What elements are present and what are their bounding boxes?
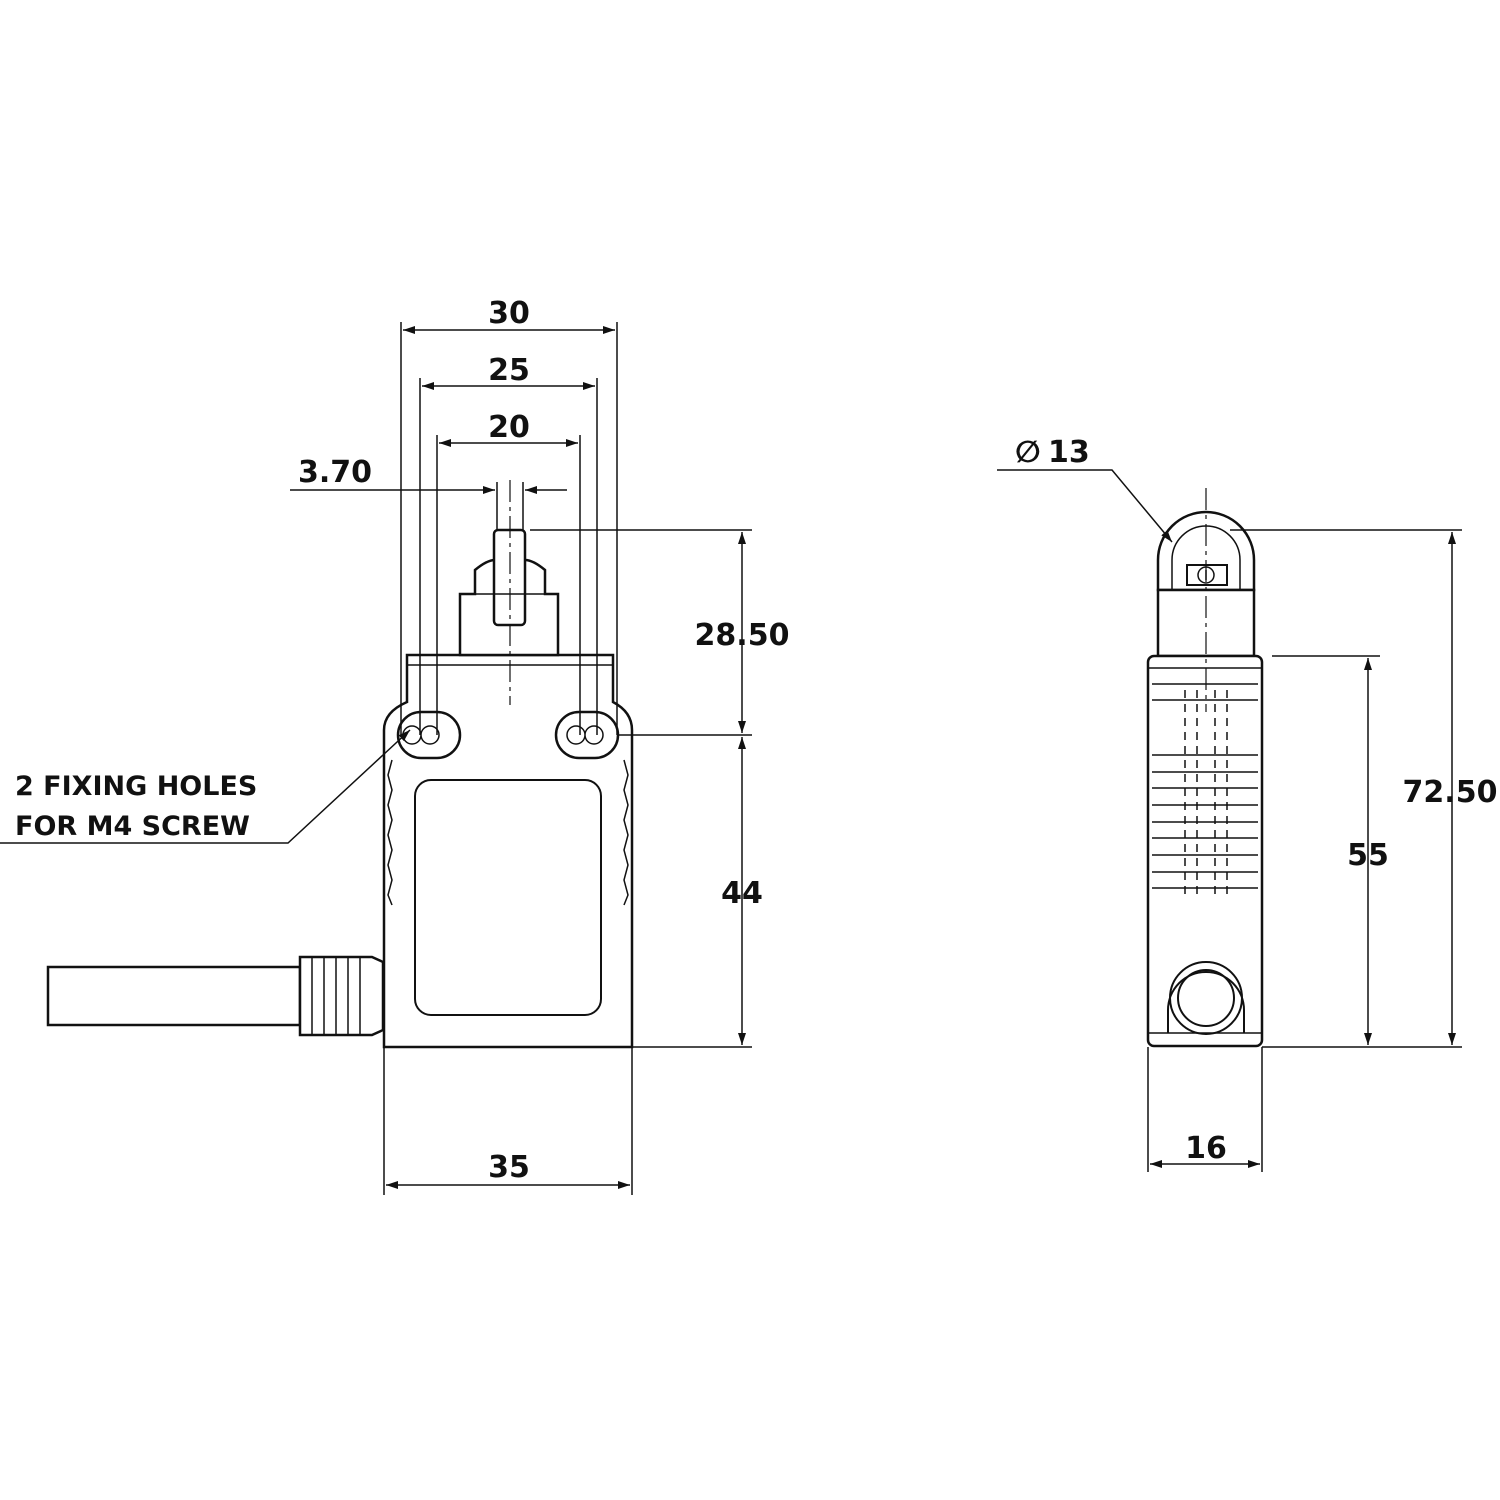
fixing-holes-note-line1: 2 FIXING HOLES (15, 771, 257, 802)
dim-text-20: 20 (488, 410, 530, 445)
side-view: 72.50 55 16 ∅ 13 (997, 435, 1497, 1172)
side-body (1146, 654, 1264, 1048)
fixing-holes-note-line2: FOR M4 SCREW (15, 811, 250, 842)
dim-text-35: 35 (488, 1150, 530, 1185)
dim-text-13: 13 (1048, 435, 1090, 470)
cable (46, 955, 385, 1037)
dim-text-3-70: 3.70 (298, 455, 372, 490)
fixing-hole-right (554, 710, 620, 760)
dim-text-28-50: 28.50 (695, 618, 790, 653)
side-ribs (1152, 683, 1258, 900)
dim-text-44: 44 (721, 876, 763, 911)
dim-text-55: 55 (1347, 838, 1389, 873)
dim-text-30: 30 (488, 296, 530, 331)
front-view: 30 25 20 3.70 28.50 44 35 2 FIXING HOLES… (0, 296, 789, 1195)
plunger (458, 528, 560, 657)
fixing-hole-left (396, 710, 462, 760)
diameter-symbol: ∅ (1015, 435, 1041, 470)
cable-entry (1167, 961, 1245, 1035)
dim-text-16: 16 (1185, 1131, 1227, 1166)
label-window (414, 779, 602, 1016)
dim-leader-13 (997, 469, 1173, 543)
fixing-holes-leader (0, 729, 411, 844)
dim-text-25: 25 (488, 353, 530, 388)
dim-text-72-50: 72.50 (1403, 775, 1498, 810)
